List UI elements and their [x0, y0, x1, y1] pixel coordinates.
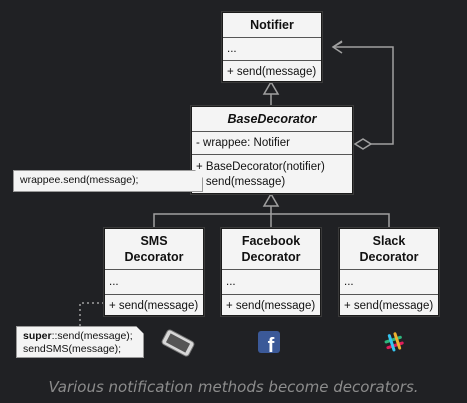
base-decorator-methods: + BaseDecorator(notifier) + send(message… — [192, 155, 352, 195]
facebook-decorator-fields: ... — [222, 270, 320, 295]
note-sms-line1: super::send(message); — [23, 330, 137, 343]
notifier-title: Notifier — [223, 13, 321, 38]
note-sms-decorator: super::send(message); sendSMS(message); — [16, 326, 144, 358]
slack-decorator-fields: ... — [340, 270, 438, 295]
note-sms-line1-rest: ::send(message); — [51, 330, 133, 342]
svg-text:f: f — [268, 335, 275, 357]
sms-decorator-class: SMS Decorator ... + send(message) — [104, 228, 204, 316]
note-sms-connector — [79, 302, 104, 326]
aggregation-diamond — [353, 138, 373, 150]
aggregation-line — [333, 46, 394, 145]
sms-decorator-title: SMS Decorator — [105, 229, 203, 270]
sms-decorator-methods: + send(message) — [109, 299, 199, 312]
facebook-decorator-title: Facebook Decorator — [222, 229, 320, 270]
caption: Various notification methods become deco… — [48, 378, 419, 396]
notifier-methods: + send(message) — [227, 65, 317, 78]
note-base-decorator: wrappee.send(message); — [13, 170, 203, 192]
sms-decorator-fields: ... — [105, 270, 203, 295]
note-sms-keyword: super — [23, 330, 52, 342]
base-decorator-send: + send(message) — [196, 176, 286, 188]
slack-decorator-methods: + send(message) — [344, 299, 434, 312]
base-decorator-constructor: + BaseDecorator(notifier) — [196, 161, 325, 173]
slack-decorator-class: Slack Decorator ... + send(message) — [339, 228, 439, 316]
facebook-decorator-methods: + send(message) — [226, 299, 316, 312]
notifier-class: Notifier ... + send(message) — [222, 12, 322, 82]
inherit-arrowhead-decorators — [262, 192, 280, 207]
phone-icon — [161, 329, 195, 357]
base-decorator-class: BaseDecorator - wrappee: Notifier + Base… — [191, 106, 353, 194]
slack-icon — [384, 332, 404, 352]
note-sms-line2: sendSMS(message); — [23, 343, 122, 355]
facebook-icon: f — [258, 331, 280, 357]
inherit-arrowhead-base — [262, 80, 280, 95]
base-decorator-fields: - wrappee: Notifier — [192, 132, 352, 155]
slack-decorator-title: Slack Decorator — [340, 229, 438, 270]
facebook-decorator-class: Facebook Decorator ... + send(message) — [221, 228, 321, 316]
base-decorator-title: BaseDecorator — [192, 107, 352, 132]
notifier-fields: ... — [223, 38, 321, 61]
aggregation-arrow — [331, 40, 343, 54]
